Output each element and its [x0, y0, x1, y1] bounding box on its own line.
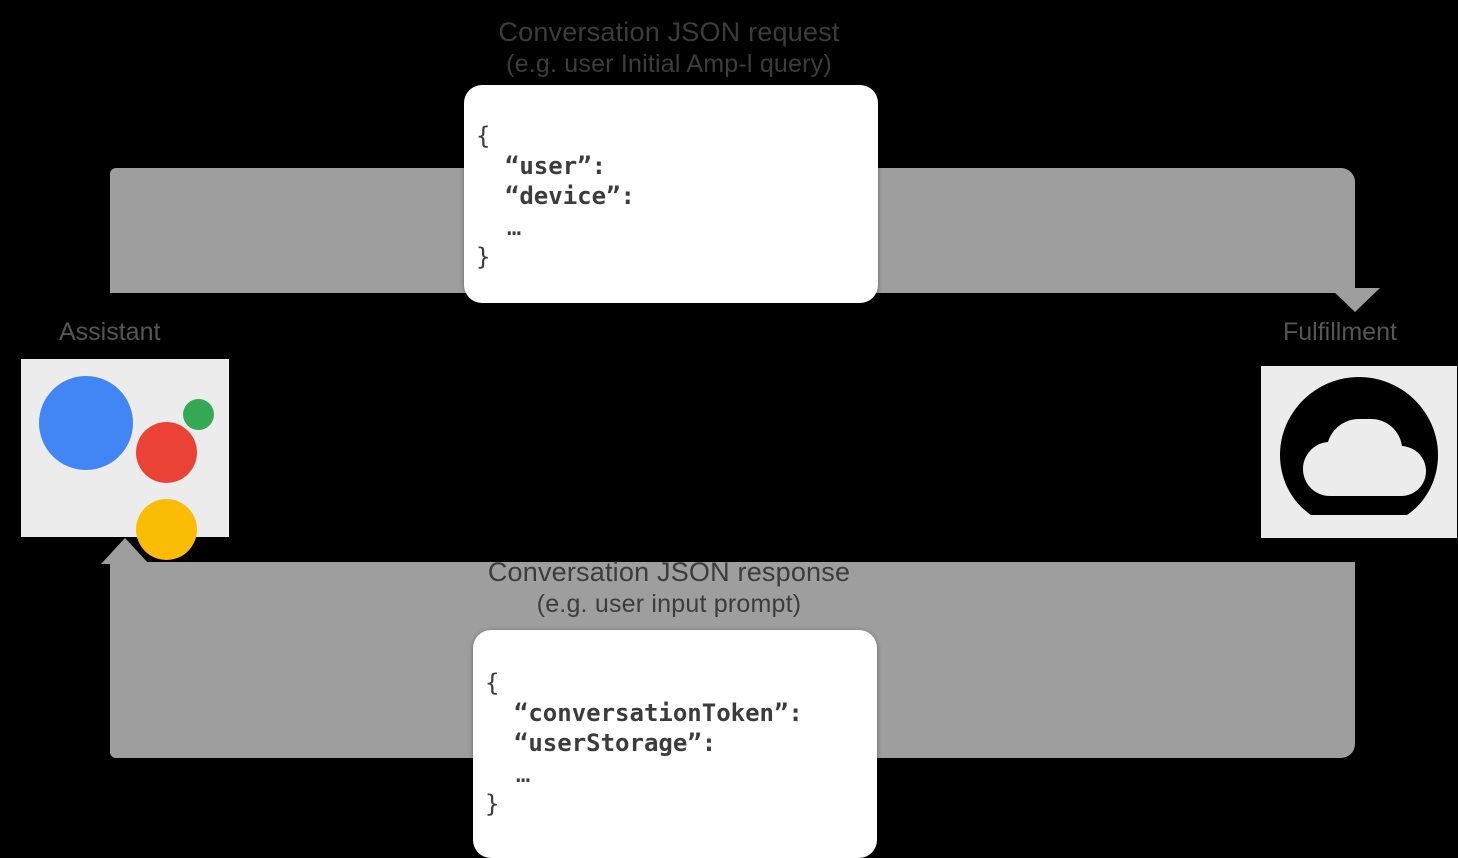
google-assistant-icon-yellow-dot [136, 499, 197, 560]
request-flow-label: Conversation JSON request (e.g. user Ini… [389, 16, 949, 79]
request-flow-title: Conversation JSON request [498, 17, 840, 47]
response-json-open-brace: { [485, 669, 500, 697]
request-json-close-brace: } [476, 242, 491, 271]
google-assistant-icon-green-dot [183, 399, 214, 430]
request-json-card: { “user”: “device”: … } [464, 85, 878, 303]
request-json-key-device: “device”: [476, 182, 635, 211]
assistant-node-label: Assistant [59, 318, 161, 346]
request-json-open-brace: { [476, 122, 491, 150]
response-json-key-conversation-token: “conversationToken”: [485, 699, 803, 728]
response-json-key-user-storage: “userStorage”: [485, 729, 717, 758]
request-json-ellipsis: … [476, 212, 523, 241]
response-json-card: { “conversationToken”: “userStorage”: … … [473, 630, 877, 858]
fulfillment-node-tile[interactable] [1261, 366, 1457, 538]
google-assistant-icon-blue-dot [39, 376, 133, 470]
request-json-key-user: “user”: [476, 152, 607, 181]
response-json-ellipsis: … [485, 759, 532, 788]
request-arrow-head-icon [1330, 288, 1380, 312]
google-assistant-icon-red-dot [136, 422, 197, 483]
response-json-close-brace: } [485, 789, 500, 818]
cloud-functions-icon [1280, 377, 1438, 515]
fulfillment-node-label: Fulfillment [1283, 318, 1397, 346]
response-flow-label: Conversation JSON response (e.g. user in… [389, 556, 949, 619]
assistant-node-tile[interactable] [21, 359, 229, 560]
response-flow-subtitle: (e.g. user input prompt) [536, 589, 802, 618]
request-flow-subtitle: (e.g. user Initial Amp-l query) [506, 49, 832, 78]
response-flow-title: Conversation JSON response [487, 557, 851, 587]
